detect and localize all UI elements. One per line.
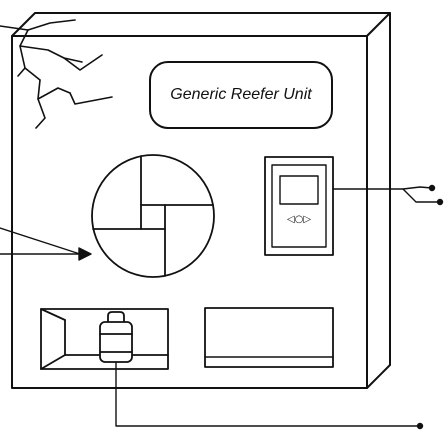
- bottle-icon: [100, 312, 132, 362]
- box-top-face: [12, 13, 390, 36]
- controller-display-icon: [265, 157, 333, 255]
- unit-label-box: [150, 62, 332, 128]
- box-side-face: [367, 13, 390, 388]
- controller-cable: [333, 186, 443, 205]
- controller-buttons-glyphs: ◁○▷: [287, 214, 311, 225]
- crack-icon: [0, 20, 112, 128]
- unit-label: Generic Reefer Unit: [170, 86, 312, 103]
- fan-pointer-arrow: [0, 228, 91, 260]
- bottle-cable: [116, 362, 423, 429]
- fan-icon: [92, 155, 214, 277]
- empty-compartment: [205, 308, 333, 367]
